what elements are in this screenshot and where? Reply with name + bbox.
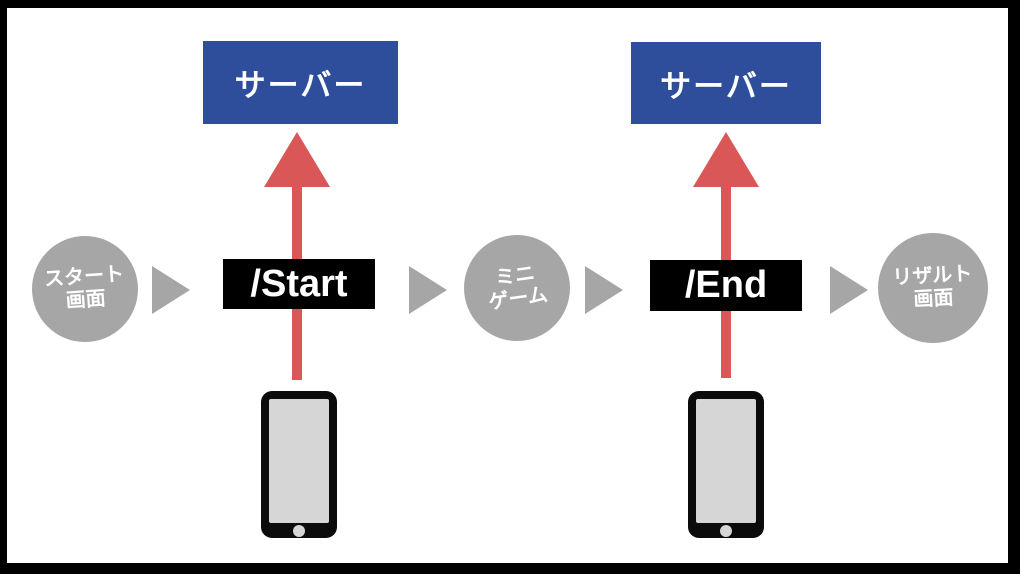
smartphone-screen-right (696, 399, 756, 523)
server-box-right: サーバー (631, 42, 821, 124)
mini-game-label: ミニ ゲーム (484, 261, 550, 315)
result-screen-label: リザルト 画面 (892, 263, 974, 313)
server-box-left: サーバー (203, 41, 398, 124)
command-box-end: /End (650, 260, 802, 311)
flow-arrow-icon-1 (152, 266, 190, 314)
node-mini-game: ミニ ゲーム (464, 235, 570, 341)
start-screen-line2: 画面 (65, 287, 107, 313)
command-start-label: /Start (250, 262, 348, 305)
result-screen-line2: 画面 (913, 286, 955, 312)
flow-arrow-icon-2 (409, 266, 447, 314)
smartphone-home-button-right (720, 525, 732, 537)
server-label-left: サーバー (234, 68, 367, 103)
command-box-start: /Start (223, 259, 375, 309)
flow-arrow-icon-4 (830, 266, 868, 314)
command-end-label: /End (684, 264, 768, 306)
smartphone-icon-right (688, 391, 764, 538)
node-start-screen: スタート 画面 (32, 236, 138, 342)
start-screen-label: スタート 画面 (43, 263, 126, 314)
upload-arrow-head-right-icon (693, 132, 759, 187)
smartphone-home-button-left (293, 525, 305, 537)
server-label-right: サーバー (660, 68, 792, 104)
upload-arrow-head-left-icon (264, 132, 330, 187)
result-screen-line1: リザルト (891, 262, 973, 290)
start-screen-line1: スタート (43, 263, 125, 291)
smartphone-icon-left (261, 391, 337, 538)
node-result-screen: リザルト 画面 (878, 233, 988, 343)
smartphone-screen-left (269, 399, 329, 523)
flow-arrow-icon-3 (585, 266, 623, 314)
